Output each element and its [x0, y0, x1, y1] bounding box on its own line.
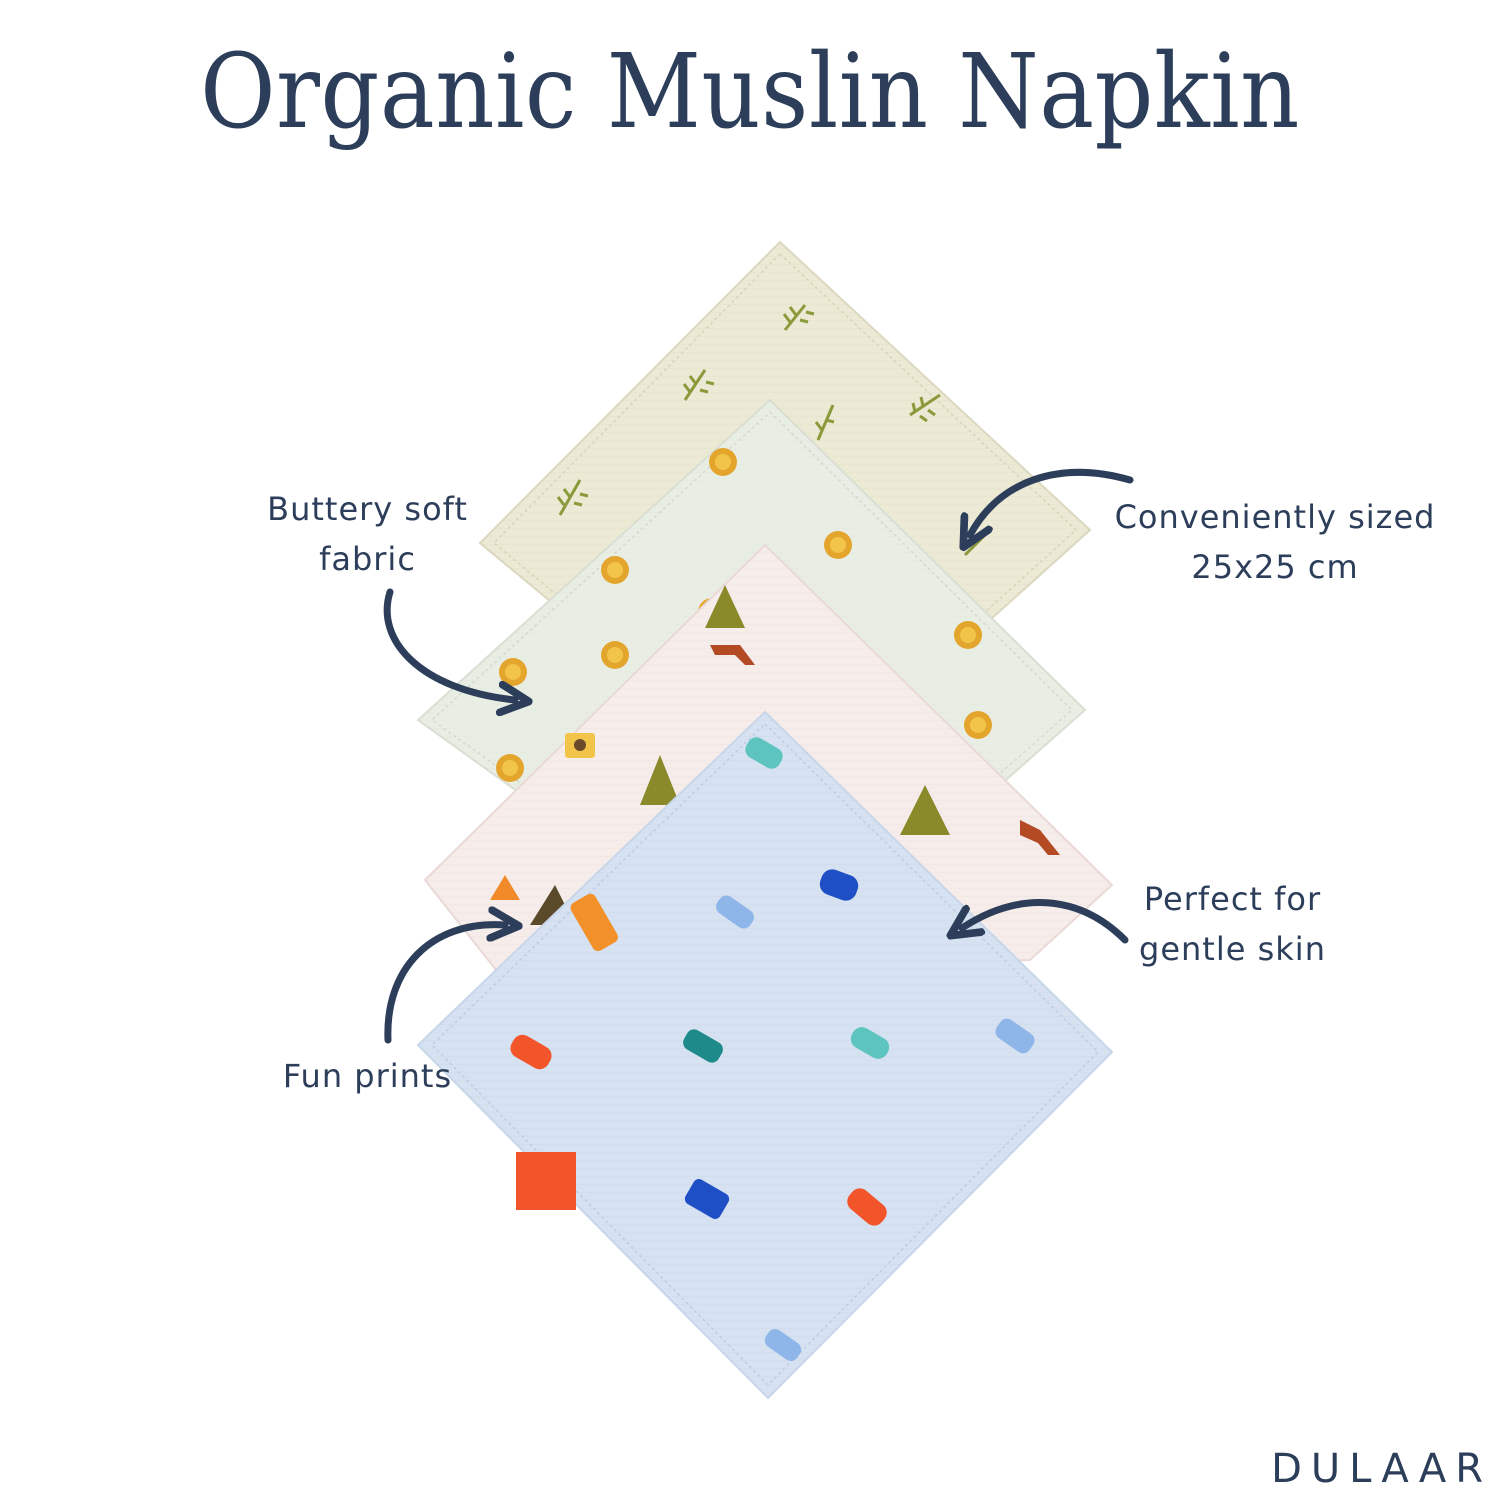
- callout-gentle-skin: Perfect for gentle skin: [1139, 880, 1326, 968]
- page-title: Organic Muslin Napkin: [200, 31, 1300, 152]
- arrow-prints-icon: [384, 925, 505, 1044]
- camera-icon: [565, 733, 595, 758]
- car-icon: [510, 737, 1035, 1361]
- tree-icon: [640, 585, 950, 835]
- callout-buttery-soft: Buttery soft fabric: [267, 490, 468, 578]
- lion-icon: [496, 448, 992, 782]
- callout-conveniently-sized: Conveniently sized 25x25 cm: [1114, 498, 1436, 586]
- callout-fun-prints: Fun prints: [282, 1057, 453, 1095]
- fox-icon: [710, 645, 1060, 855]
- blue-car-napkin: [416, 710, 1114, 1400]
- arrow-buttery-icon: [383, 588, 515, 700]
- arrow-gentle-icon: [962, 899, 1129, 944]
- brand-logo: DULAAR: [1271, 1446, 1492, 1492]
- arrow-sized-icon: [970, 468, 1134, 535]
